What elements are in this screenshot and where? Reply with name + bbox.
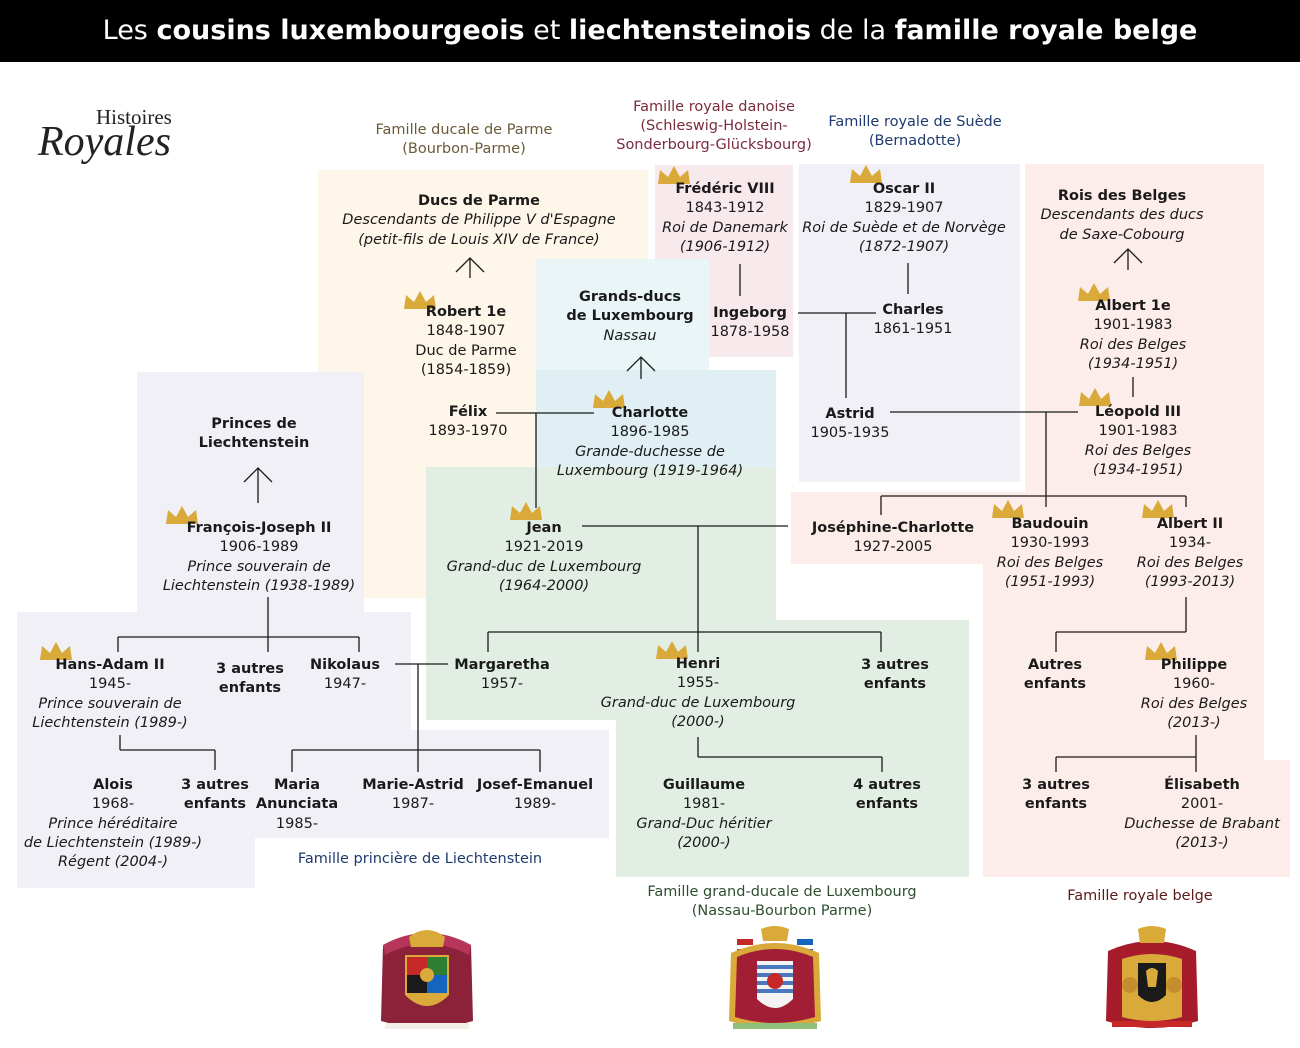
family-label-liechtenstein: Famille princière de Liechtenstein — [297, 851, 543, 867]
family-label-luxembourg: Famille grand-ducale de Luxembourg(Nassa… — [647, 884, 917, 919]
node-grands-ducs: Grands-ducs de Luxembourg Nassau — [566, 289, 694, 344]
node-margaretha: Margaretha 1957- — [454, 657, 550, 693]
title-part-6: famille royale belge — [894, 15, 1198, 46]
region-liech-top — [137, 372, 364, 612]
node-guillaume: Guillaume 1981- Grand-Duc héritier (2000… — [636, 777, 772, 851]
node-rois-belges: Rois des Belges Descendants des ducs de … — [1040, 188, 1204, 243]
node-albert1: Albert 1e 1901-1983 Roi des Belges (1934… — [1079, 298, 1187, 372]
node-leopold: Léopold III 1901-1983 Roi des Belges (19… — [1084, 404, 1192, 478]
crown-icon-leopold — [1079, 388, 1111, 406]
node-maria-anunciata: Maria Anunciata 1985- — [255, 777, 339, 832]
region-liech-mid — [17, 612, 411, 732]
node-princes-liechtenstein: Princes de Liechtenstein — [198, 416, 310, 452]
node-baudouin: Baudouin 1930-1993 Roi des Belges (1951-… — [996, 516, 1104, 590]
node-albert2: Albert II 1934- Roi des Belges (1993-201… — [1136, 516, 1244, 590]
title-part-5: de la — [811, 15, 895, 46]
liechtenstein-coat-of-arms-icon — [381, 930, 473, 1029]
histoires-royales-logo: Histoires Royales — [37, 105, 172, 165]
node-henri: Henri 1955- Grand-duc de Luxembourg (200… — [600, 656, 796, 730]
family-label-parme: Famille ducale de Parme(Bourbon-Parme) — [375, 122, 553, 157]
title-part-1: Les — [102, 15, 157, 46]
node-charlotte: Charlotte 1896-1985 Grande-duchesse de L… — [556, 405, 744, 479]
crown-icon-charlotte — [593, 390, 625, 408]
crown-icon-francois — [166, 506, 198, 524]
node-alois: Alois 1968- Prince héréditaire de Liecht… — [23, 777, 203, 871]
region-luxembourg-bottom — [616, 620, 969, 877]
family-label-belge: Famille royale belge — [1067, 888, 1213, 904]
node-autres-liech: 3 autres enfants — [216, 661, 284, 697]
node-ducs-parme: Ducs de Parme Descendants de Philippe V … — [342, 193, 616, 248]
belgium-coat-of-arms-icon — [1106, 926, 1198, 1028]
node-oscar: Oscar II 1829-1907 Roi de Suède et de No… — [802, 181, 1006, 255]
logo-line-1: Histoires — [96, 105, 172, 129]
crown-icon-oscar — [850, 165, 882, 183]
node-felix: Félix 1893-1970 — [428, 404, 508, 440]
node-autres-belges: Autres enfants — [1023, 657, 1087, 693]
crown-icon-philippe — [1145, 642, 1177, 660]
crown-icon-albert1 — [1078, 283, 1110, 301]
family-label-suede: Famille royale de Suède(Bernadotte) — [828, 114, 1002, 149]
crown-icon-baudouin — [992, 500, 1024, 518]
region-nassau-low — [536, 370, 776, 467]
title-part-4: liechtensteinois — [568, 15, 812, 46]
logo-line-2: Royales — [37, 119, 171, 165]
node-josef-emanuel: Josef-Emanuel 1989- — [476, 777, 594, 813]
crown-icon-jean — [510, 502, 542, 520]
node-autres-philippe: 3 autres enfants — [1022, 777, 1090, 813]
crown-icon-frederic — [658, 166, 690, 184]
region-belgium-left — [983, 492, 1025, 762]
node-francois-joseph: François-Joseph II 1906-1989 Prince souv… — [162, 520, 356, 594]
node-elisabeth: Élisabeth 2001- Duchesse de Brabant (201… — [1124, 777, 1280, 851]
region-belgium-top — [1025, 164, 1264, 762]
title-part-2: cousins luxembourgeois — [156, 15, 525, 46]
node-marie-astrid: Marie-Astrid 1987- — [362, 777, 464, 813]
luxembourg-coat-of-arms-icon — [729, 926, 821, 1029]
family-label-danoise: Famille royale danoise(Schleswig-Holstei… — [616, 99, 812, 153]
node-autres-guillaume: 4 autres enfants — [853, 777, 921, 813]
crown-icon-albert2 — [1142, 500, 1174, 518]
node-autres-alois: 3 autres enfants — [181, 777, 249, 813]
node-jean: Jean 1921-2019 Grand-duc de Luxembourg (… — [446, 520, 642, 594]
node-josephine-charlotte: Joséphine-Charlotte 1927-2005 — [811, 520, 975, 556]
node-autres-lux: 3 autres enfants — [861, 657, 929, 693]
crown-icon-hansadam — [40, 642, 72, 660]
node-ingeborg: Ingeborg 1878-1958 — [710, 305, 790, 341]
node-hans-adam: Hans-Adam II 1945- Prince souverain de L… — [32, 657, 188, 731]
header-bar: Les cousins luxembourgeois et liechtenst… — [0, 0, 1300, 62]
node-philippe: Philippe 1960- Roi des Belges (2013-) — [1140, 657, 1248, 731]
node-frederic: Frédéric VIII 1843-1912 Roi de Danemark … — [662, 181, 788, 255]
region-belgium-bottom — [983, 760, 1290, 877]
title-part-3: et — [524, 15, 569, 46]
region-sweden — [799, 164, 1020, 482]
crown-icon-henri — [656, 641, 688, 659]
node-charles: Charles 1861-1951 — [873, 302, 953, 338]
region-liech-right — [255, 730, 609, 838]
region-nassau — [536, 259, 709, 371]
node-astrid: Astrid 1905-1935 — [810, 406, 890, 442]
node-robert: Robert 1e 1848-1907 Duc de Parme (1854-1… — [415, 304, 517, 378]
node-nikolaus: Nikolaus 1947- — [309, 657, 381, 693]
crown-icon-robert — [404, 291, 436, 309]
